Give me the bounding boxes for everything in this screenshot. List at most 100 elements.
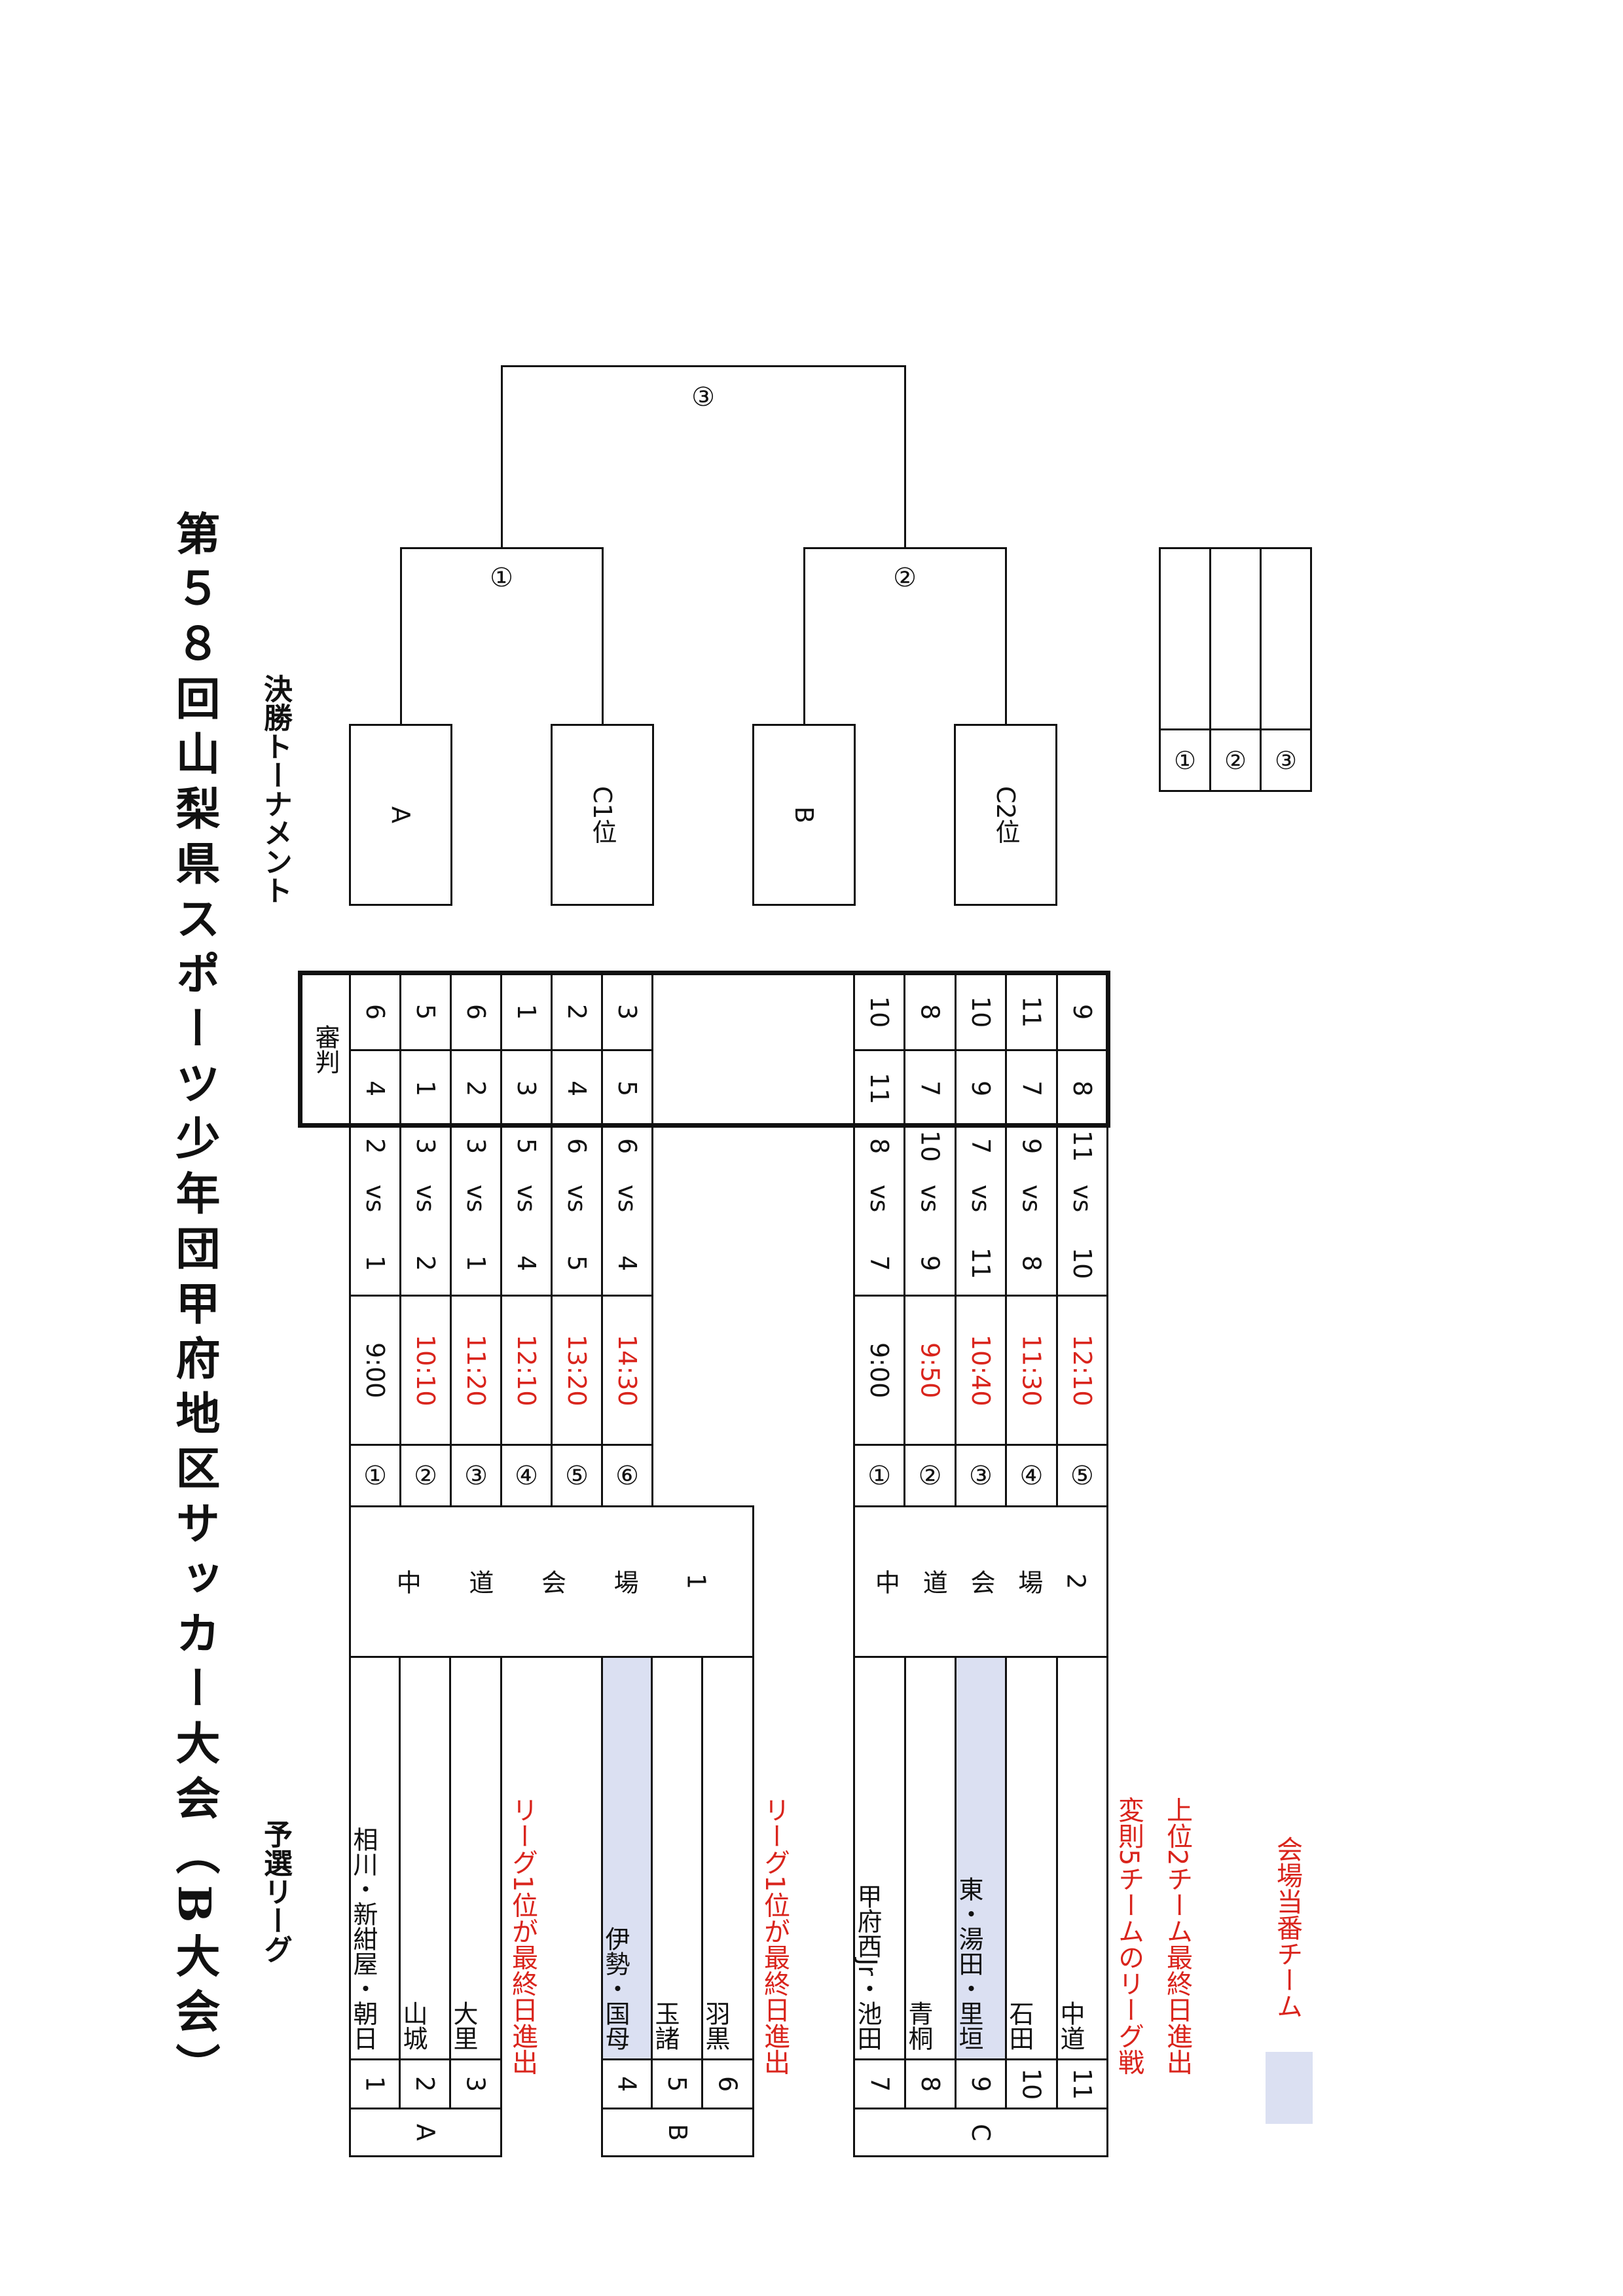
venue-2-cell: 中 道 会 場 2 — [853, 1505, 1108, 1658]
venue-1-cell: 中 道 会 場 1 — [349, 1505, 754, 1658]
referee-2: 5 — [411, 1003, 440, 1020]
bracket-label: B — [790, 806, 818, 824]
away-team-no-cell: 7 — [954, 1126, 1008, 1166]
team-6-no-cell: 6 — [701, 2058, 754, 2109]
vs-label: vs — [512, 1184, 541, 1213]
venue-char: 2 — [1061, 1573, 1091, 1590]
legend-label: 会場当番チーム — [1272, 1836, 1302, 2019]
team-3-no-cell: 3 — [449, 2058, 502, 2109]
bracket-line — [400, 547, 402, 725]
match-time-cell: 10:10 — [399, 1295, 452, 1446]
away-team-no: 5 — [512, 1138, 541, 1155]
vs-label-cell: vs — [903, 1164, 957, 1232]
home-team-no: 2 — [411, 1255, 440, 1272]
referee-2: 9 — [1067, 1003, 1097, 1020]
match-time: 12:10 — [512, 1334, 541, 1407]
team-no: 6 — [713, 2075, 742, 2092]
team-9-no-cell: 9 — [955, 2058, 1007, 2109]
group-a-label-cell: A — [349, 2108, 502, 2157]
bracket-match-1: ① — [486, 563, 517, 593]
match-number-cell: ② — [399, 1444, 452, 1507]
vs-label: vs — [1017, 1184, 1046, 1213]
team-name: 相川・新紺屋・朝日 — [349, 1827, 378, 2051]
bracket-line — [803, 547, 805, 725]
match-number: ② — [410, 1460, 441, 1491]
match-time: 10:40 — [966, 1334, 995, 1407]
referee-frame — [298, 971, 1110, 1128]
result-num: ② — [1221, 745, 1250, 775]
match-time-cell: 9:00 — [853, 1295, 906, 1446]
match-time: 10:10 — [411, 1334, 440, 1407]
team-no: 11 — [1068, 2068, 1097, 2100]
away-team-no-cell: 5 — [500, 1126, 553, 1166]
bracket-box-c1: C1位 — [551, 724, 654, 906]
bracket-box-a: A — [349, 724, 452, 906]
home-team-no: 9 — [915, 1255, 945, 1272]
home-team-no-cell: 8 — [1005, 1230, 1058, 1297]
match-number: ② — [915, 1460, 945, 1491]
match-time: 9:00 — [361, 1342, 390, 1399]
match-number-cell: ② — [903, 1444, 957, 1507]
group-b-label-cell: B — [601, 2108, 754, 2157]
referee-1: 1 — [411, 1080, 440, 1097]
referee-2: 3 — [613, 1003, 642, 1020]
group-c-label: C — [966, 2123, 995, 2142]
vs-label: vs — [966, 1184, 995, 1213]
away-team-no-cell: 3 — [450, 1126, 502, 1166]
group-c-note-1: 変則5チームのリーグ戦 — [1114, 1797, 1144, 2075]
result-row-2-num: ② — [1209, 728, 1262, 792]
match-time-cell: 14:30 — [601, 1295, 653, 1446]
result-row-2-blank — [1209, 547, 1262, 730]
referee-1: 3 — [512, 1080, 541, 1097]
away-team-no-cell: 9 — [1005, 1126, 1058, 1166]
referee-1: 4 — [562, 1080, 591, 1097]
team-2-name-cell: 山城 — [399, 1656, 451, 2060]
bracket-line — [1005, 547, 1007, 725]
home-team-no: 11 — [966, 1247, 995, 1280]
team-name: 伊勢・国母 — [601, 1926, 630, 2051]
vs-label-cell: vs — [954, 1164, 1008, 1232]
referee-2: 11 — [1017, 996, 1046, 1028]
group-b-note: リーグ1位が最終日進出 — [759, 1797, 790, 2075]
away-team-no-cell: 11 — [1055, 1126, 1108, 1166]
team-no: 10 — [1017, 2068, 1046, 2100]
team-name: 青桐 — [904, 2001, 933, 2051]
referee-1: 7 — [915, 1080, 945, 1097]
team-no: 2 — [410, 2075, 439, 2092]
venue-char: 中 — [871, 1569, 900, 1594]
match-number: ⑥ — [612, 1460, 642, 1491]
referee-1: 2 — [462, 1080, 490, 1097]
referee-1: 11 — [865, 1072, 894, 1105]
home-team-no-cell: 1 — [349, 1230, 401, 1297]
group-b-label: B — [663, 2123, 692, 2142]
referee-1: 7 — [1017, 1080, 1046, 1097]
match-number-cell: ① — [349, 1444, 401, 1507]
match-number-cell: ③ — [450, 1444, 502, 1507]
team-5-no-cell: 5 — [651, 2058, 703, 2109]
final-heading: 決勝トーナメント — [259, 674, 292, 905]
match-number: ① — [864, 1460, 895, 1491]
team-1-no-cell: 1 — [349, 2058, 401, 2109]
venue-char: 会 — [966, 1569, 995, 1594]
result-num: ① — [1171, 745, 1199, 775]
page-title: 第５８回山梨県スポーツ少年団甲府地区サッカー大会（B大会） — [168, 511, 220, 2098]
away-team-no: 9 — [1017, 1138, 1046, 1155]
vs-label: vs — [361, 1184, 390, 1213]
bracket-line — [904, 365, 906, 548]
venue-char: 場 — [1013, 1569, 1043, 1594]
away-team-no-cell: 6 — [601, 1126, 653, 1166]
team-name: 玉諸 — [651, 2001, 680, 2051]
match-time: 13:20 — [562, 1334, 591, 1407]
venue-char: 中 — [392, 1569, 422, 1594]
bracket-box-b: B — [752, 724, 856, 906]
home-team-no: 4 — [613, 1255, 642, 1272]
group-a-label: A — [411, 2124, 440, 2141]
away-team-no: 8 — [865, 1138, 894, 1155]
referee-label: 審判 — [311, 1024, 340, 1074]
home-team-no-cell: 9 — [903, 1230, 957, 1297]
referee-2: 2 — [562, 1003, 591, 1020]
bracket-label: C2位 — [991, 785, 1020, 844]
team-name: 甲府西Jr・池田 — [853, 1884, 882, 2051]
group-c-label-cell: C — [853, 2108, 1108, 2157]
home-team-no-cell: 4 — [500, 1230, 553, 1297]
